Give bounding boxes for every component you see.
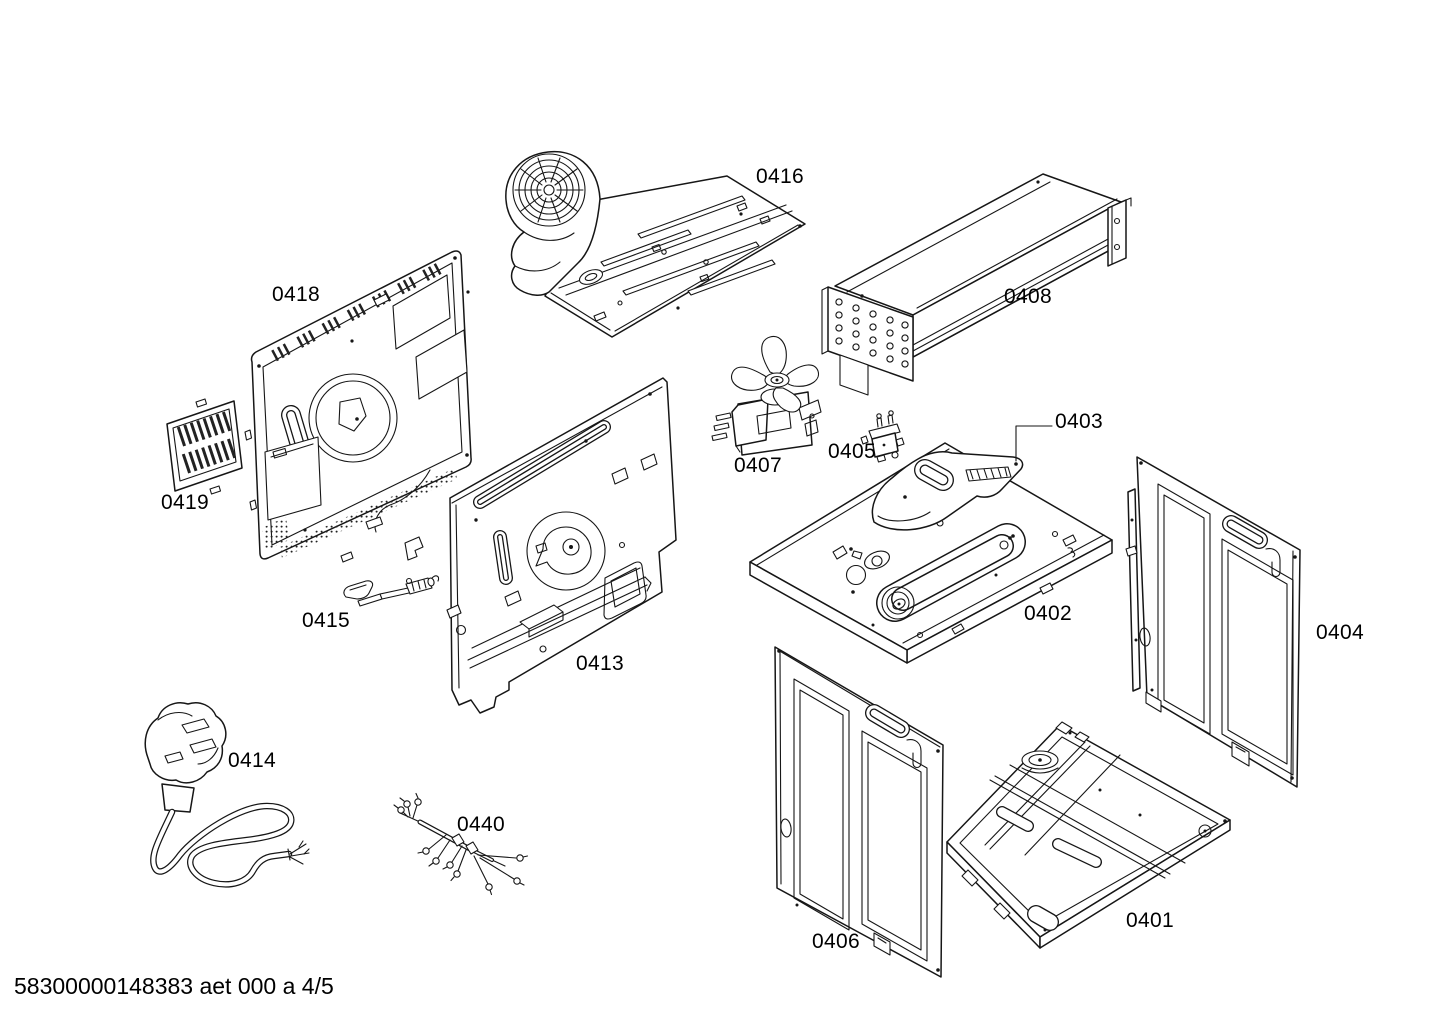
part-0402-top-panel-drawing bbox=[749, 442, 1113, 664]
part-label-0415: 0415 bbox=[302, 609, 350, 632]
part-label-0406: 0406 bbox=[812, 930, 860, 953]
part-0440-wiring-harness-drawing bbox=[393, 792, 529, 896]
part-0403-air-duct-drawing bbox=[871, 425, 1053, 531]
part-label-0405: 0405 bbox=[828, 440, 876, 463]
part-label-0413: 0413 bbox=[576, 652, 624, 675]
part-label-0414: 0414 bbox=[228, 749, 276, 772]
part-label-0408: 0408 bbox=[1004, 285, 1052, 308]
part-0413-inner-rear-panel-drawing bbox=[446, 377, 677, 714]
part-0408-bracket-drawing bbox=[821, 173, 1132, 396]
part-0406-left-side-panel-drawing bbox=[774, 646, 944, 978]
part-0407-fan-motor-drawing bbox=[711, 335, 822, 456]
part-0419-vent-grille-drawing bbox=[166, 398, 243, 495]
part-0415-bracket-drawing bbox=[343, 575, 440, 607]
part-label-0416: 0416 bbox=[756, 165, 804, 188]
part-0403-leader-line bbox=[1015, 425, 1053, 462]
part-label-0407: 0407 bbox=[734, 454, 782, 477]
part-0405-switch-drawing bbox=[860, 410, 905, 463]
part-0404-right-side-panel-drawing bbox=[1125, 456, 1301, 788]
part-0416-top-panel-blower-drawing bbox=[505, 150, 806, 338]
part-label-0404: 0404 bbox=[1316, 621, 1364, 644]
part-0414-power-cord-drawing bbox=[144, 702, 310, 888]
part-label-0402: 0402 bbox=[1024, 602, 1072, 625]
part-0401-base-panel-drawing bbox=[946, 721, 1231, 949]
part-label-0418: 0418 bbox=[272, 283, 320, 306]
document-code: 58300000148383 aet 000 a 4/5 bbox=[14, 973, 334, 999]
part-label-0401: 0401 bbox=[1126, 909, 1174, 932]
part-label-0440: 0440 bbox=[457, 813, 505, 836]
part-label-0419: 0419 bbox=[161, 491, 209, 514]
part-0418-rear-panel-drawing bbox=[244, 250, 472, 563]
part-label-0403: 0403 bbox=[1055, 410, 1103, 433]
